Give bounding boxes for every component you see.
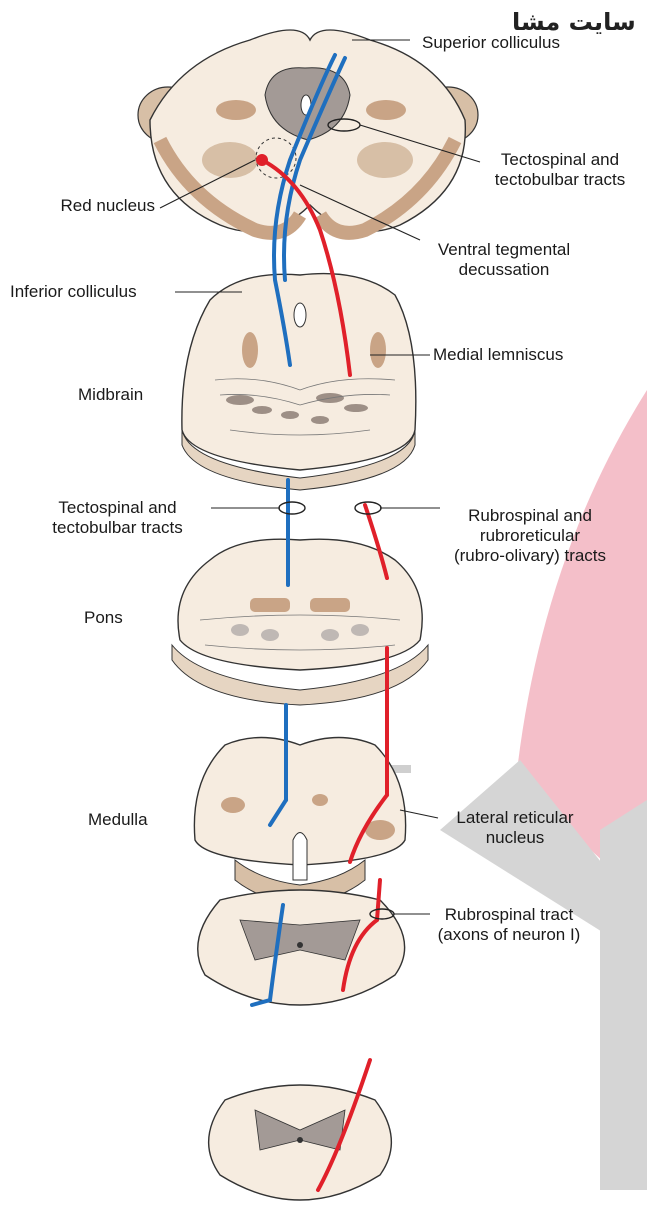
label-medial-lemniscus: Medial lemniscus (433, 345, 563, 365)
label-ventral-tegmental-line2: decussation (424, 260, 584, 280)
label-rubrospinal-tract: Rubrospinal tract (axons of neuron I) (414, 905, 604, 945)
label-tectospinal-top: Tectospinal and tectobulbar tracts (480, 150, 640, 190)
watermark-gray-bar-right (600, 800, 647, 1190)
label-rubrospinal-tract-line2: (axons of neuron I) (414, 925, 604, 945)
spinal-cord-lower-section (209, 1085, 392, 1200)
label-lateral-reticular: Lateral reticular nucleus (430, 808, 600, 848)
label-tectospinal-top-line1: Tectospinal and (480, 150, 640, 170)
label-ventral-tegmental-line1: Ventral tegmental (424, 240, 584, 260)
label-pons: Pons (84, 608, 123, 628)
medulla-section (194, 738, 405, 906)
label-rubrospinal-rr-line3: (rubro-olivary) tracts (430, 546, 630, 566)
label-rubrospinal-rr-line2: rubroreticular (430, 526, 630, 546)
label-tectospinal-mid-line2: tectobulbar tracts (30, 518, 205, 538)
midbrain-section (182, 274, 416, 490)
label-tectospinal-mid: Tectospinal and tectobulbar tracts (30, 498, 205, 538)
label-tectospinal-mid-line1: Tectospinal and (30, 498, 205, 518)
pons-section (172, 539, 428, 705)
label-medulla: Medulla (88, 810, 148, 830)
label-rubrospinal-tract-line1: Rubrospinal tract (414, 905, 604, 925)
watermark-text: سایت مشا (512, 8, 636, 36)
label-red-nucleus: Red nucleus (20, 196, 155, 216)
label-tectospinal-top-line2: tectobulbar tracts (480, 170, 640, 190)
label-inferior-colliculus: Inferior colliculus (10, 282, 137, 302)
spinal-cord-upper-section (198, 890, 405, 1005)
label-midbrain: Midbrain (78, 385, 143, 405)
label-lateral-reticular-line2: nucleus (430, 828, 600, 848)
label-lateral-reticular-line1: Lateral reticular (430, 808, 600, 828)
label-rubrospinal-rr-line1: Rubrospinal and (430, 506, 630, 526)
label-rubrospinal-rubroreticular: Rubrospinal and rubroreticular (rubro-ol… (430, 506, 630, 566)
label-ventral-tegmental: Ventral tegmental decussation (424, 240, 584, 280)
label-superior-colliculus: Superior colliculus (422, 33, 560, 53)
